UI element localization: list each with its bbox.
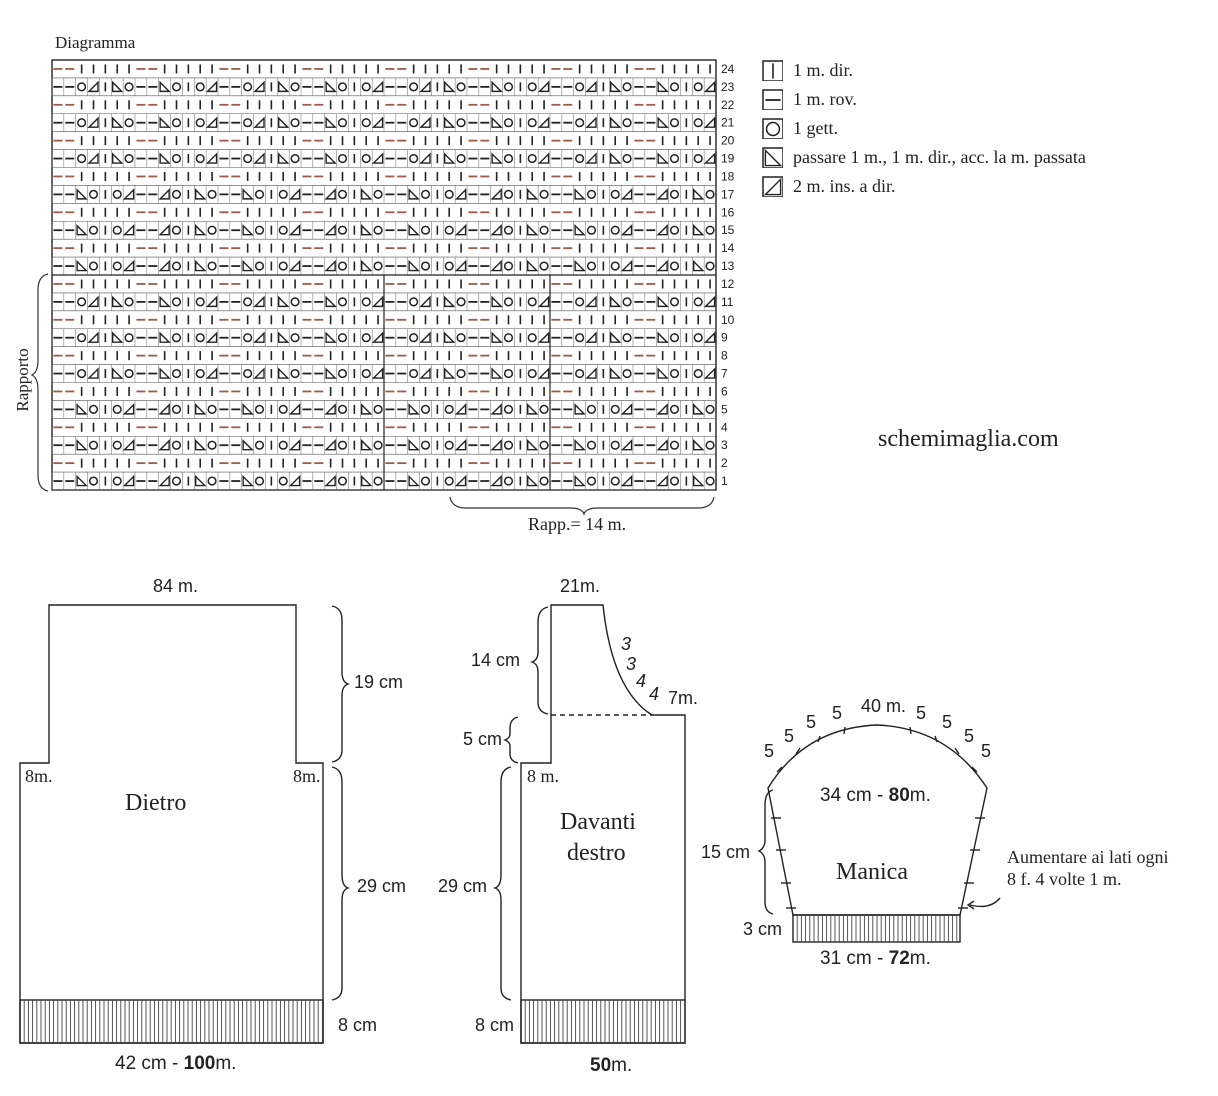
ssk-icon bbox=[762, 147, 783, 168]
row-number: 18 bbox=[721, 169, 735, 183]
rapporto-label: Rapporto bbox=[13, 348, 32, 412]
front-decrease-2: 3 bbox=[626, 654, 637, 674]
sleeve-note-line1: Aumentare ai lati ogni bbox=[1007, 847, 1169, 867]
front-ribbing bbox=[520, 999, 686, 1044]
front-lower-neck-height: 5 cm bbox=[463, 729, 503, 749]
front-label-line2: destro bbox=[567, 840, 626, 866]
row-number: 12 bbox=[721, 277, 735, 291]
row-number: 10 bbox=[721, 313, 735, 327]
row-number: 5 bbox=[721, 402, 728, 416]
legend-text: passare 1 m., 1 m. dir., acc. la m. pass… bbox=[793, 147, 1086, 167]
knit-icon bbox=[762, 60, 783, 81]
row-number: 23 bbox=[721, 80, 735, 94]
row-number: 3 bbox=[721, 438, 728, 452]
front-neck-height: 14 cm bbox=[471, 650, 521, 670]
front-decrease-1: 3 bbox=[621, 634, 632, 654]
row-number: 17 bbox=[721, 187, 735, 201]
row-number: 22 bbox=[721, 98, 735, 112]
watermark: schemimaglia.com bbox=[878, 426, 1059, 452]
row-number: 1 bbox=[721, 474, 728, 488]
repeat-label: Rapp.= 14 m. bbox=[528, 514, 627, 534]
row-number: 21 bbox=[721, 116, 735, 130]
back-ribbing-height: 8 cm bbox=[338, 1015, 378, 1035]
legend-text: 1 gett. bbox=[793, 118, 838, 138]
back-outline bbox=[19, 604, 324, 1044]
sleeve-cap-step-4: 5 bbox=[832, 703, 843, 723]
front-label-line1: Davanti bbox=[560, 809, 636, 835]
front-decrease-5: 7m. bbox=[668, 688, 699, 708]
back-armhole-height: 19 cm bbox=[354, 672, 404, 692]
back-label: Dietro bbox=[125, 790, 187, 816]
k2tog-icon bbox=[762, 176, 783, 197]
sleeve-bottom-width: 31 cm - 72m. bbox=[820, 948, 931, 969]
legend-text: 2 m. ins. a dir. bbox=[793, 176, 896, 196]
front-body-height: 29 cm bbox=[438, 876, 488, 896]
sleeve-cuff bbox=[792, 914, 961, 943]
row-number: 16 bbox=[721, 205, 735, 219]
legend-item: 1 m. dir. bbox=[762, 56, 1086, 85]
sleeve-cap-step-1: 5 bbox=[764, 741, 775, 761]
repeat-brace bbox=[449, 496, 715, 516]
legend-item: passare 1 m., 1 m. dir., acc. la m. pass… bbox=[762, 143, 1086, 172]
sleeve-width: 34 cm - 80m. bbox=[820, 785, 931, 806]
front-ribbing-height: 8 cm bbox=[475, 1015, 515, 1035]
row-number: 11 bbox=[721, 295, 734, 309]
sleeve-side-height: 15 cm bbox=[701, 842, 751, 862]
sleeve-cuff-height: 3 cm bbox=[743, 919, 783, 939]
purl-icon bbox=[762, 89, 783, 110]
front-bottom-width: 50m. bbox=[590, 1055, 633, 1076]
back-top-stitches: 84 m. bbox=[153, 576, 199, 596]
row-number: 24 bbox=[721, 62, 735, 76]
sleeve-cap-step-7: 5 bbox=[964, 726, 975, 746]
sleeve-note-line2: 8 f. 4 volte 1 m. bbox=[1007, 869, 1122, 889]
legend-item: 2 m. ins. a dir. bbox=[762, 172, 1086, 201]
rapporto-brace bbox=[30, 273, 49, 492]
front-top-stitches: 21m. bbox=[560, 576, 601, 596]
row-number: 2 bbox=[721, 456, 728, 470]
sleeve-cap-step-3: 5 bbox=[806, 712, 817, 732]
row-number: 20 bbox=[721, 134, 735, 148]
back-armhole-right: 8m. bbox=[293, 766, 321, 786]
legend-item: 1 m. rov. bbox=[762, 85, 1086, 114]
legend-text: 1 m. dir. bbox=[793, 60, 854, 80]
row-number: 15 bbox=[721, 223, 735, 237]
sleeve-cap-step-2: 5 bbox=[784, 726, 795, 746]
sleeve-cap-stitches: 40 m. bbox=[861, 696, 907, 716]
front-decrease-4: 4 bbox=[649, 684, 660, 704]
legend: 1 m. dir. 1 m. rov. 1 gett. passare 1 m., 1… bbox=[762, 56, 1086, 201]
sleeve-cap-step-5: 5 bbox=[916, 703, 927, 723]
row-number: 7 bbox=[721, 367, 728, 381]
row-number: 8 bbox=[721, 349, 728, 363]
sleeve-cap-step-8: 5 bbox=[981, 741, 992, 761]
legend-item: 1 gett. bbox=[762, 114, 1086, 143]
front-armhole: 8 m. bbox=[527, 766, 560, 786]
row-number: 4 bbox=[721, 420, 728, 434]
chart-title: Diagramma bbox=[55, 33, 136, 52]
back-bottom-width: 42 cm - 100m. bbox=[115, 1053, 237, 1074]
yarn-over-icon bbox=[762, 118, 783, 139]
front-decrease-3: 4 bbox=[636, 671, 647, 691]
row-number: 6 bbox=[721, 384, 728, 398]
back-body-height: 29 cm bbox=[357, 876, 407, 896]
row-number: 13 bbox=[721, 259, 735, 273]
row-number: 19 bbox=[721, 152, 735, 166]
row-number: 9 bbox=[721, 331, 728, 345]
sleeve-outline bbox=[767, 724, 988, 916]
legend-text: 1 m. rov. bbox=[793, 89, 857, 109]
sleeve-cap-step-6: 5 bbox=[942, 712, 953, 732]
row-number: 14 bbox=[721, 241, 735, 255]
sleeve-label: Manica bbox=[836, 859, 908, 885]
schematics bbox=[19, 604, 1001, 1044]
back-armhole-left: 8m. bbox=[25, 766, 53, 786]
